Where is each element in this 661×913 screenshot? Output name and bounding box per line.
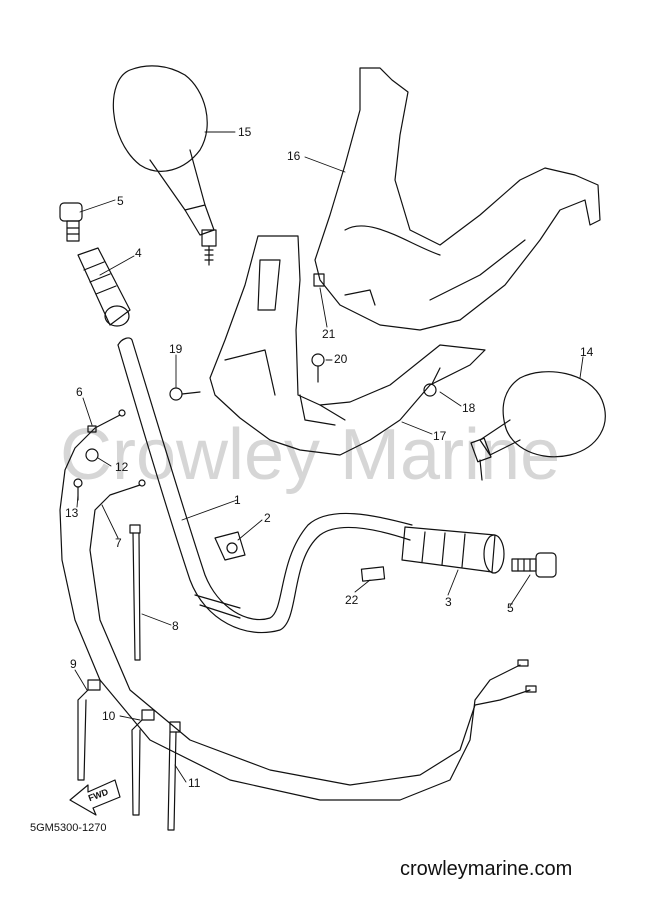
upper-handle-cover (314, 67, 601, 331)
callout-2: 2 (264, 511, 271, 525)
callout-8: 8 (172, 619, 179, 633)
callout-3: 3 (445, 595, 452, 609)
callout-7: 7 (115, 536, 122, 550)
left-grip (77, 247, 131, 327)
callout-5a: 5 (117, 194, 124, 208)
cable-holder-12 (85, 448, 99, 462)
part-code: 5GM5300-1270 (30, 822, 107, 834)
callout-4: 4 (135, 246, 142, 260)
callout-14: 14 (580, 345, 594, 359)
callout-5b: 5 (507, 601, 514, 615)
cable-tie-10 (131, 709, 155, 816)
handlebar (117, 337, 413, 634)
cable-tie-9 (77, 679, 101, 781)
callout-19: 19 (169, 342, 183, 356)
right-grip (401, 526, 505, 574)
fwd-arrow (69, 779, 121, 816)
callout-15: 15 (238, 125, 252, 139)
callout-1: 1 (234, 493, 241, 507)
decal (360, 566, 386, 582)
left-mirror (112, 65, 217, 266)
right-mirror (470, 371, 606, 481)
callout-12: 12 (115, 460, 129, 474)
callout-21: 21 (322, 327, 336, 341)
cable-tie-8 (129, 524, 141, 661)
screw-19 (169, 387, 201, 401)
end-weight-right (511, 552, 557, 578)
throttle-cables (59, 409, 537, 801)
screw-20 (311, 353, 325, 383)
screw-18 (423, 367, 441, 397)
callout-17: 17 (433, 429, 447, 443)
callout-10: 10 (102, 709, 116, 723)
callout-18: 18 (462, 401, 476, 415)
cable-tie-11 (167, 721, 181, 831)
nut-21 (313, 273, 325, 287)
callout-20: 20 (334, 352, 348, 366)
end-weight-left (59, 202, 83, 242)
callout-16: 16 (287, 149, 301, 163)
callout-13: 13 (65, 506, 79, 520)
clamp (214, 531, 246, 561)
callout-11: 11 (188, 776, 201, 790)
callout-22: 22 (345, 593, 359, 607)
callout-6: 6 (76, 385, 83, 399)
leader-lines (74, 131, 584, 783)
website-link[interactable]: crowleymarine.com (400, 858, 573, 880)
callout-9: 9 (70, 657, 77, 671)
lower-handle-cover (209, 235, 486, 456)
